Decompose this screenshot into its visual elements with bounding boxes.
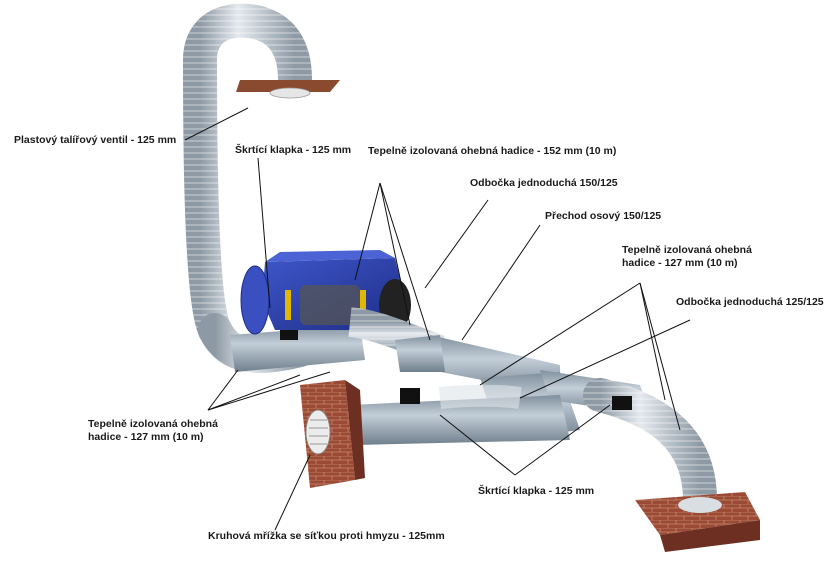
damper-right xyxy=(612,396,632,410)
damper-bottom xyxy=(400,388,420,404)
left-duct xyxy=(230,325,365,372)
brick-wall-grille xyxy=(300,380,365,488)
label-hose-127-right-line1: Tepelně izolovaná ohebná xyxy=(622,244,752,256)
label-branch-125: Odbočka jednoduchá 125/125 xyxy=(676,296,824,308)
label-hose-127-left: Tepelně izolovaná ohebná hadice - 127 mm… xyxy=(88,418,218,444)
label-damper-top: Škrtící klapka - 125 mm xyxy=(235,144,352,156)
label-damper-bottom: Škrtící klapka - 125 mm xyxy=(478,485,595,497)
floor-brick-block xyxy=(635,492,760,552)
label-reducer: Přechod osový 150/125 xyxy=(545,210,662,222)
damper-top xyxy=(280,330,298,340)
label-hose-127-left-line2: hadice - 127 mm (10 m) xyxy=(88,431,204,443)
leader-lines xyxy=(184,107,691,531)
label-hose-127-right: Tepelně izolovaná ohebná hadice - 127 mm… xyxy=(622,244,752,270)
lower-duct xyxy=(350,384,570,445)
plate-valve xyxy=(236,80,340,99)
label-hose-152: Tepelně izolovaná ohebná hadice - 152 mm… xyxy=(368,145,617,157)
label-hose-127-right-line2: hadice - 127 mm (10 m) xyxy=(622,257,738,269)
label-plate-valve: Plastový talířový ventil - 125 mm xyxy=(14,134,177,146)
right-flexible-hose xyxy=(583,378,717,517)
label-hose-127-left-line1: Tepelně izolovaná ohebná xyxy=(88,418,218,430)
label-branch-150: Odbočka jednoduchá 150/125 xyxy=(470,177,618,189)
label-grille: Kruhová mřížka se síťkou proti hmyzu - 1… xyxy=(208,530,445,542)
ventilation-unit xyxy=(240,250,411,335)
